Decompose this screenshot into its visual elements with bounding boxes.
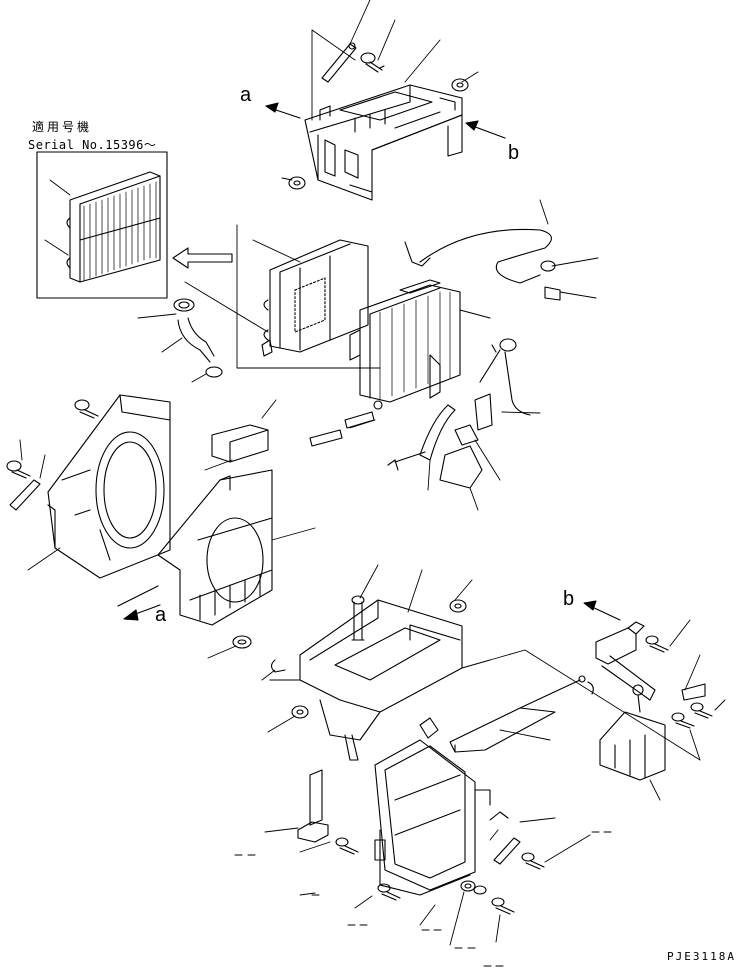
nut-blower — [233, 636, 251, 648]
label-plate-right — [682, 684, 705, 700]
nut-top-right — [452, 79, 468, 91]
arrow-label-b-right: b — [563, 588, 575, 610]
drawing-code: PJE3118A — [667, 950, 736, 963]
arrow-label-b-top: b — [508, 142, 520, 164]
expansion-valve — [475, 339, 530, 430]
serial-inset-box — [37, 152, 167, 298]
arrow-label-a-top: a — [240, 84, 252, 106]
heater-core-inset — [67, 172, 160, 282]
mode-door-bracket — [596, 622, 665, 780]
blower-case-right — [158, 470, 272, 625]
arrow-b-right — [584, 601, 620, 620]
clip-lower-left — [272, 660, 286, 672]
upper-cover-housing — [305, 85, 462, 200]
clip-blower — [10, 480, 40, 510]
bolts-right — [646, 636, 712, 728]
serial-applicable-label: 適用号機 — [32, 120, 93, 134]
arrow-a-mid — [118, 586, 160, 620]
arrow-a-top — [266, 103, 300, 118]
bottom-washers — [461, 881, 486, 894]
hose-left — [138, 299, 222, 382]
clip-top — [322, 43, 356, 82]
nut-lower-right — [450, 600, 466, 612]
insulation-pads — [350, 412, 540, 510]
replacement-arrow — [173, 248, 232, 268]
nut-lower-left — [292, 706, 308, 718]
bottom-duct-case — [375, 718, 490, 895]
heater-core-unit — [262, 240, 368, 356]
bottom-clip-right — [494, 838, 520, 864]
lower-case — [270, 600, 490, 760]
dash-marks — [235, 832, 611, 966]
bolt-top — [361, 53, 384, 72]
blower-case-left — [48, 395, 170, 578]
bracket-blower — [205, 400, 276, 470]
bolt-lower-case — [352, 596, 364, 640]
nut-top-left — [289, 177, 305, 189]
evaporator-unit — [350, 280, 490, 409]
bolt-blower-left — [7, 461, 30, 478]
serial-number-label: Serial No.15396～ — [28, 138, 157, 152]
bottom-clips — [298, 770, 508, 842]
arrow-b-top — [466, 121, 505, 138]
damper-plate — [450, 676, 593, 752]
bottom-bolts — [336, 838, 544, 914]
pipe-pieces — [310, 405, 455, 470]
bolt-blower-top — [75, 400, 98, 418]
arrow-label-a-mid: a — [155, 604, 167, 626]
thermostat-wire — [405, 200, 598, 300]
